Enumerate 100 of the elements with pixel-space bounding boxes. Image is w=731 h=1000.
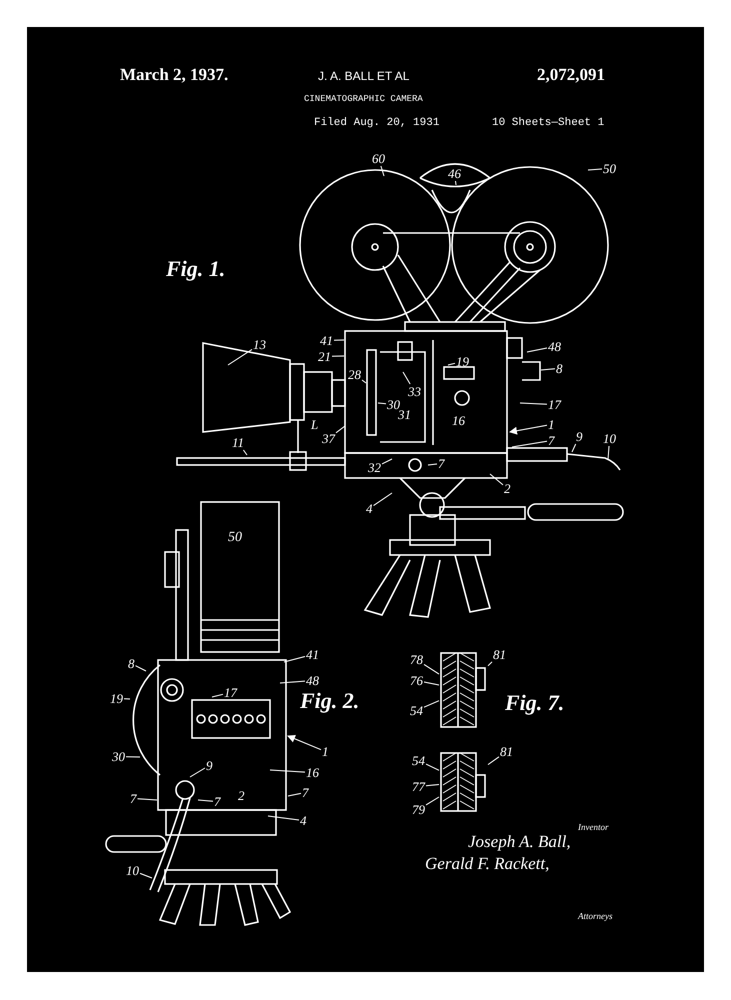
leader-line bbox=[424, 664, 440, 675]
leader-line bbox=[428, 464, 438, 466]
figure-label: Fig. 7. bbox=[505, 692, 564, 714]
leader-line bbox=[488, 661, 492, 666]
callout-number: 54 bbox=[410, 704, 423, 717]
callout-number: 4 bbox=[366, 502, 372, 515]
leader-line bbox=[424, 700, 440, 708]
callout-number: 21 bbox=[318, 350, 331, 363]
callout-number: 17 bbox=[548, 398, 561, 411]
leader-line bbox=[242, 450, 248, 456]
leader-line bbox=[608, 446, 610, 460]
callout-number: 81 bbox=[493, 648, 506, 661]
leader-line bbox=[362, 380, 366, 384]
figure-label: Fig. 1. bbox=[166, 258, 226, 280]
callout-number: 2 bbox=[504, 482, 510, 495]
leader-arrow bbox=[509, 424, 548, 435]
leader-line bbox=[212, 694, 224, 698]
leader-line bbox=[490, 474, 504, 486]
leader-line bbox=[332, 356, 344, 357]
callout-number: 50 bbox=[228, 531, 242, 545]
callout-number: 2 bbox=[238, 789, 244, 802]
leader-line bbox=[268, 816, 300, 820]
leader-line bbox=[402, 372, 411, 384]
sheet-number: 10 Sheets—Sheet 1 bbox=[492, 118, 604, 129]
callout-number: 79 bbox=[412, 803, 425, 816]
callout-number: 33 bbox=[408, 385, 421, 398]
callout-number: 19 bbox=[110, 692, 123, 705]
callout-number: 17 bbox=[224, 686, 237, 699]
callout-number: 4 bbox=[300, 814, 306, 827]
leader-line bbox=[190, 768, 206, 778]
leader-line bbox=[512, 440, 548, 448]
callout-number: 60 bbox=[372, 152, 385, 165]
patent-number: 2,072,091 bbox=[537, 66, 605, 83]
callout-number: 10 bbox=[603, 432, 616, 445]
callout-number: 48 bbox=[548, 340, 561, 353]
callout-number: 19 bbox=[456, 355, 469, 368]
leader-line bbox=[572, 444, 576, 452]
figure-label: Fig. 2. bbox=[300, 690, 360, 712]
leader-line bbox=[588, 168, 602, 170]
role-caption: Attorneys bbox=[578, 912, 612, 921]
callout-number: 31 bbox=[398, 408, 411, 421]
leader-line bbox=[520, 402, 548, 405]
callout-number: 76 bbox=[410, 674, 423, 687]
leader-line bbox=[135, 665, 146, 672]
leader-line bbox=[137, 798, 158, 800]
callout-number: 78 bbox=[410, 653, 423, 666]
leader-line bbox=[426, 784, 440, 786]
leader-line bbox=[373, 492, 392, 506]
leader-line bbox=[378, 402, 386, 404]
leader-line bbox=[124, 698, 130, 700]
leader-line bbox=[198, 800, 214, 802]
leader-line bbox=[284, 656, 306, 662]
callout-number: 48 bbox=[306, 674, 319, 687]
leader-line bbox=[488, 756, 500, 766]
callout-number: 81 bbox=[500, 745, 513, 758]
callout-number: 8 bbox=[556, 362, 562, 375]
callout-number: 54 bbox=[412, 754, 425, 767]
role-caption: Inventor bbox=[578, 823, 608, 832]
leader-line bbox=[270, 770, 306, 773]
callout-number: 9 bbox=[576, 430, 582, 443]
callout-number: 10 bbox=[126, 864, 139, 877]
callout-number: 11 bbox=[232, 436, 244, 449]
callout-number: 7 bbox=[438, 457, 444, 470]
callout-number: 7 bbox=[548, 434, 554, 447]
leader-line bbox=[336, 426, 346, 434]
callout-number: 7 bbox=[214, 795, 220, 808]
inventor-signature: Joseph A. Ball, bbox=[468, 833, 571, 850]
patent-title: CINEMATOGRAPHIC CAMERA bbox=[304, 95, 423, 104]
callout-number: 41 bbox=[306, 648, 319, 661]
callout-number: 30 bbox=[387, 398, 400, 411]
patent-date: March 2, 1937. bbox=[120, 66, 228, 83]
inventor-signature: Gerald F. Rackett, bbox=[425, 855, 550, 872]
callout-number: 28 bbox=[348, 368, 361, 381]
callout-number: 41 bbox=[320, 334, 333, 347]
callout-number: 46 bbox=[448, 167, 461, 180]
leader-line bbox=[448, 362, 456, 366]
leader-line bbox=[455, 180, 456, 186]
callout-number: 7 bbox=[130, 792, 136, 805]
callout-number: 13 bbox=[253, 338, 266, 351]
leader-line bbox=[382, 458, 392, 464]
leader-line bbox=[424, 682, 440, 686]
leader-line bbox=[426, 796, 440, 806]
leader-line bbox=[288, 792, 302, 796]
leader-line bbox=[380, 166, 384, 176]
leader-line bbox=[140, 872, 152, 878]
callout-number: 32 bbox=[368, 461, 381, 474]
callout-number: 9 bbox=[206, 759, 212, 772]
leader-line bbox=[526, 348, 548, 352]
leader-arrow bbox=[287, 735, 322, 750]
leader-line bbox=[228, 348, 252, 366]
callout-number: 8 bbox=[128, 657, 134, 670]
leader-line bbox=[540, 368, 556, 370]
leader-line bbox=[126, 756, 140, 758]
inventor-heading: J. A. BALL ET AL bbox=[318, 70, 410, 82]
callout-number: 7 bbox=[302, 786, 308, 799]
callout-number: 77 bbox=[412, 780, 425, 793]
callout-number: L bbox=[311, 418, 318, 431]
callout-number: 50 bbox=[603, 162, 616, 175]
callout-number: 37 bbox=[322, 432, 335, 445]
filing-date: Filed Aug. 20, 1931 bbox=[314, 118, 440, 129]
